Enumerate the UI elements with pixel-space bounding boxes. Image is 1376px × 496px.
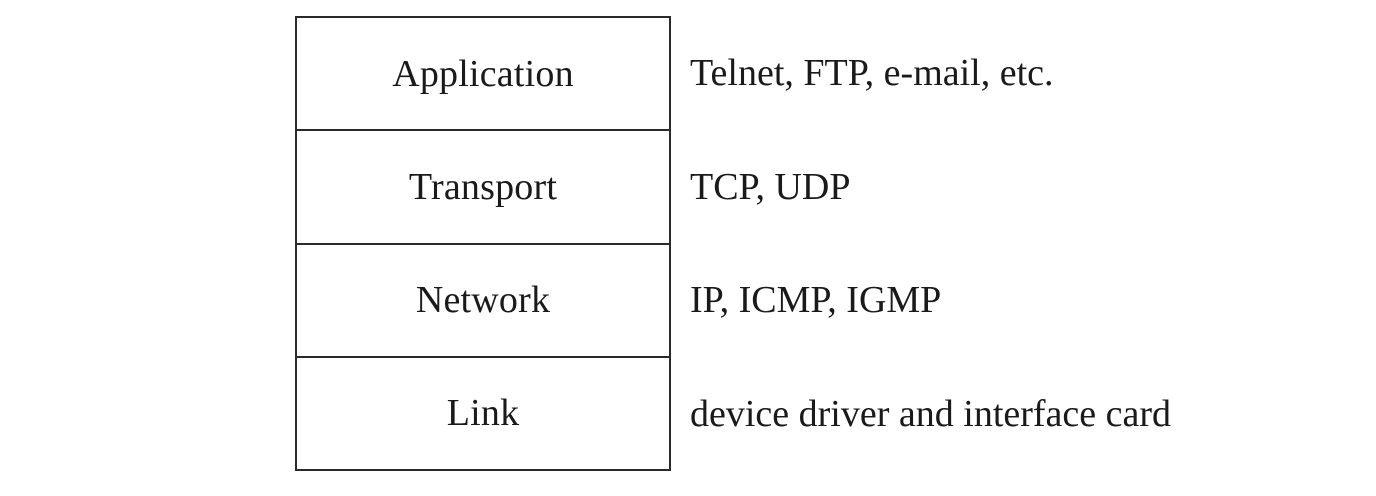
protocol-row-application: Telnet, FTP, e-mail, etc. <box>690 16 1370 130</box>
layer-link: Link <box>297 358 669 469</box>
protocol-row-link: device driver and interface card <box>690 357 1370 471</box>
protocol-row-network: IP, ICMP, IGMP <box>690 244 1370 358</box>
layer-network: Network <box>297 245 669 358</box>
layer-label-link: Link <box>446 392 520 435</box>
layer-transport: Transport <box>297 131 669 245</box>
protocols-link: device driver and interface card <box>690 393 1172 436</box>
protocols-transport: TCP, UDP <box>690 165 851 208</box>
layer-label-network: Network <box>415 279 551 322</box>
protocol-descriptions: Telnet, FTP, e-mail, etc. TCP, UDP IP, I… <box>690 16 1370 471</box>
layer-application: Application <box>297 18 669 132</box>
protocols-network: IP, ICMP, IGMP <box>690 279 942 322</box>
protocols-application: Telnet, FTP, e-mail, etc. <box>690 51 1054 94</box>
layer-label-transport: Transport <box>408 165 558 208</box>
protocol-row-transport: TCP, UDP <box>690 130 1370 244</box>
layer-label-application: Application <box>392 52 574 95</box>
protocol-layer-stack: Application Transport Network Link <box>295 16 671 471</box>
